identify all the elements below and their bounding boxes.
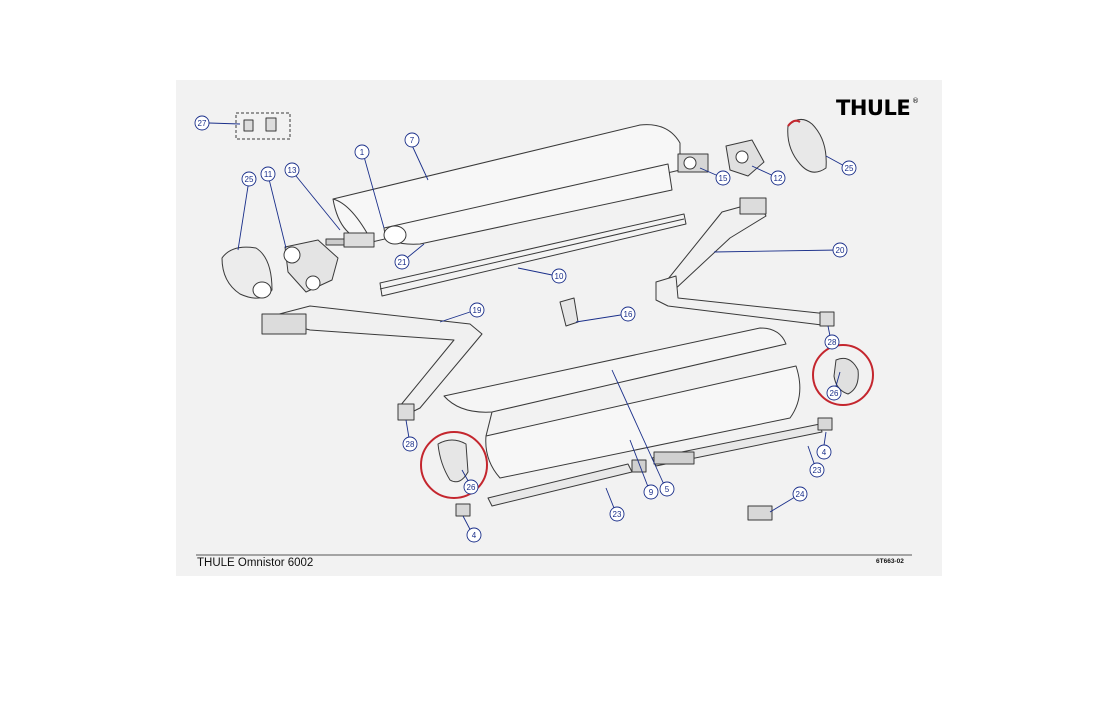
callout-bubble — [241, 171, 257, 187]
callout-label: 7 — [410, 136, 415, 145]
callout-bubble — [715, 170, 731, 186]
callout-label: 25 — [845, 164, 854, 173]
callout-bubble — [609, 506, 625, 522]
callout-bubble — [792, 486, 808, 502]
part-16-clip — [559, 297, 579, 327]
callout-c23b: 23 — [809, 462, 825, 478]
drawing-code: 6T663-02 — [876, 558, 904, 565]
callout-c25a: 25 — [241, 171, 257, 187]
part-11-gearbox — [283, 239, 339, 293]
callout-label: 21 — [398, 258, 407, 267]
callout-c16: 16 — [620, 306, 636, 322]
part-21-fabric-roller — [383, 163, 673, 245]
callout-label: 4 — [472, 531, 477, 540]
callout-bubble — [809, 462, 825, 478]
callout-label: 13 — [288, 166, 297, 175]
callout-c4a: 4 — [466, 527, 482, 543]
part-24-bracket — [747, 505, 773, 521]
callout-c26b: 26 — [826, 385, 842, 401]
callout-label: 28 — [828, 338, 837, 347]
callout-label: 26 — [467, 483, 476, 492]
callout-label: 19 — [473, 306, 482, 315]
callout-bubble — [659, 481, 675, 497]
callout-label: 5 — [665, 485, 670, 494]
callout-bubble — [620, 306, 636, 322]
callout-label: 11 — [264, 170, 273, 179]
callout-label: 24 — [796, 490, 805, 499]
callout-c20: 20 — [832, 242, 848, 258]
callout-bubble — [469, 302, 485, 318]
highlight-circle-left — [420, 431, 488, 499]
callout-c1: 1 — [354, 144, 370, 160]
callout-bubble — [394, 254, 410, 270]
registered-mark: ® — [912, 97, 919, 105]
callout-c23a: 23 — [609, 506, 625, 522]
callout-bubble — [770, 170, 786, 186]
callout-label: 20 — [836, 246, 845, 255]
part-27-connectors — [235, 112, 291, 140]
callout-c25b: 25 — [841, 160, 857, 176]
part-15-motor — [677, 153, 709, 173]
callout-label: 25 — [245, 175, 254, 184]
thule-logo: THULE — [836, 96, 911, 120]
part-25-left-end-cap — [221, 246, 273, 299]
callout-label: 16 — [624, 310, 633, 319]
callout-c15: 15 — [715, 170, 731, 186]
callout-label: 10 — [555, 272, 564, 281]
callout-c28a: 28 — [402, 436, 418, 452]
callout-label: 28 — [406, 440, 415, 449]
callout-bubble — [284, 162, 300, 178]
callout-c26a: 26 — [463, 479, 479, 495]
callout-label: 12 — [774, 174, 783, 183]
part-26-end-pieces — [437, 357, 859, 483]
callout-bubble — [824, 334, 840, 350]
callout-c12: 12 — [770, 170, 786, 186]
part-19-left-arm — [261, 305, 483, 421]
callout-label: 23 — [813, 466, 822, 475]
part-25-right-end-cap — [787, 119, 827, 173]
callout-bubble — [402, 436, 418, 452]
part-5-front-roller — [443, 327, 801, 479]
diagram-title: THULE Omnistor 6002 — [197, 557, 314, 569]
callout-label: 15 — [719, 174, 728, 183]
callout-c10: 10 — [551, 268, 567, 284]
callout-bubble — [826, 385, 842, 401]
callout-bubble — [832, 242, 848, 258]
callout-c7: 7 — [404, 132, 420, 148]
callout-c21: 21 — [394, 254, 410, 270]
callout-bubble — [466, 527, 482, 543]
callout-bubble — [194, 115, 210, 131]
callout-bubble — [404, 132, 420, 148]
callout-label: 9 — [649, 488, 654, 497]
callout-c13: 13 — [284, 162, 300, 178]
callout-c9: 9 — [643, 484, 659, 500]
callout-label: 27 — [198, 119, 207, 128]
callout-bubble — [551, 268, 567, 284]
highlight-circle-right — [812, 344, 874, 406]
callout-label: 1 — [360, 148, 365, 157]
callout-bubble — [816, 444, 832, 460]
part-20-right-arm — [655, 197, 835, 327]
callout-bubble — [354, 144, 370, 160]
callout-c28b: 28 — [824, 334, 840, 350]
part-10-profile — [379, 213, 687, 297]
callout-label: 4 — [822, 448, 827, 457]
callout-bubble — [260, 166, 276, 182]
callout-c5: 5 — [659, 481, 675, 497]
callout-c11: 11 — [260, 166, 276, 182]
callout-label: 26 — [830, 389, 839, 398]
part-13-spring-end — [325, 232, 375, 248]
callout-c19: 19 — [469, 302, 485, 318]
callout-c27: 27 — [194, 115, 210, 131]
callout-bubble — [841, 160, 857, 176]
callout-c4b: 4 — [816, 444, 832, 460]
callout-bubble — [463, 479, 479, 495]
part-12-right-gearbox — [725, 139, 765, 177]
callout-c24: 24 — [792, 486, 808, 502]
callout-label: 23 — [613, 510, 622, 519]
callout-bubble — [643, 484, 659, 500]
